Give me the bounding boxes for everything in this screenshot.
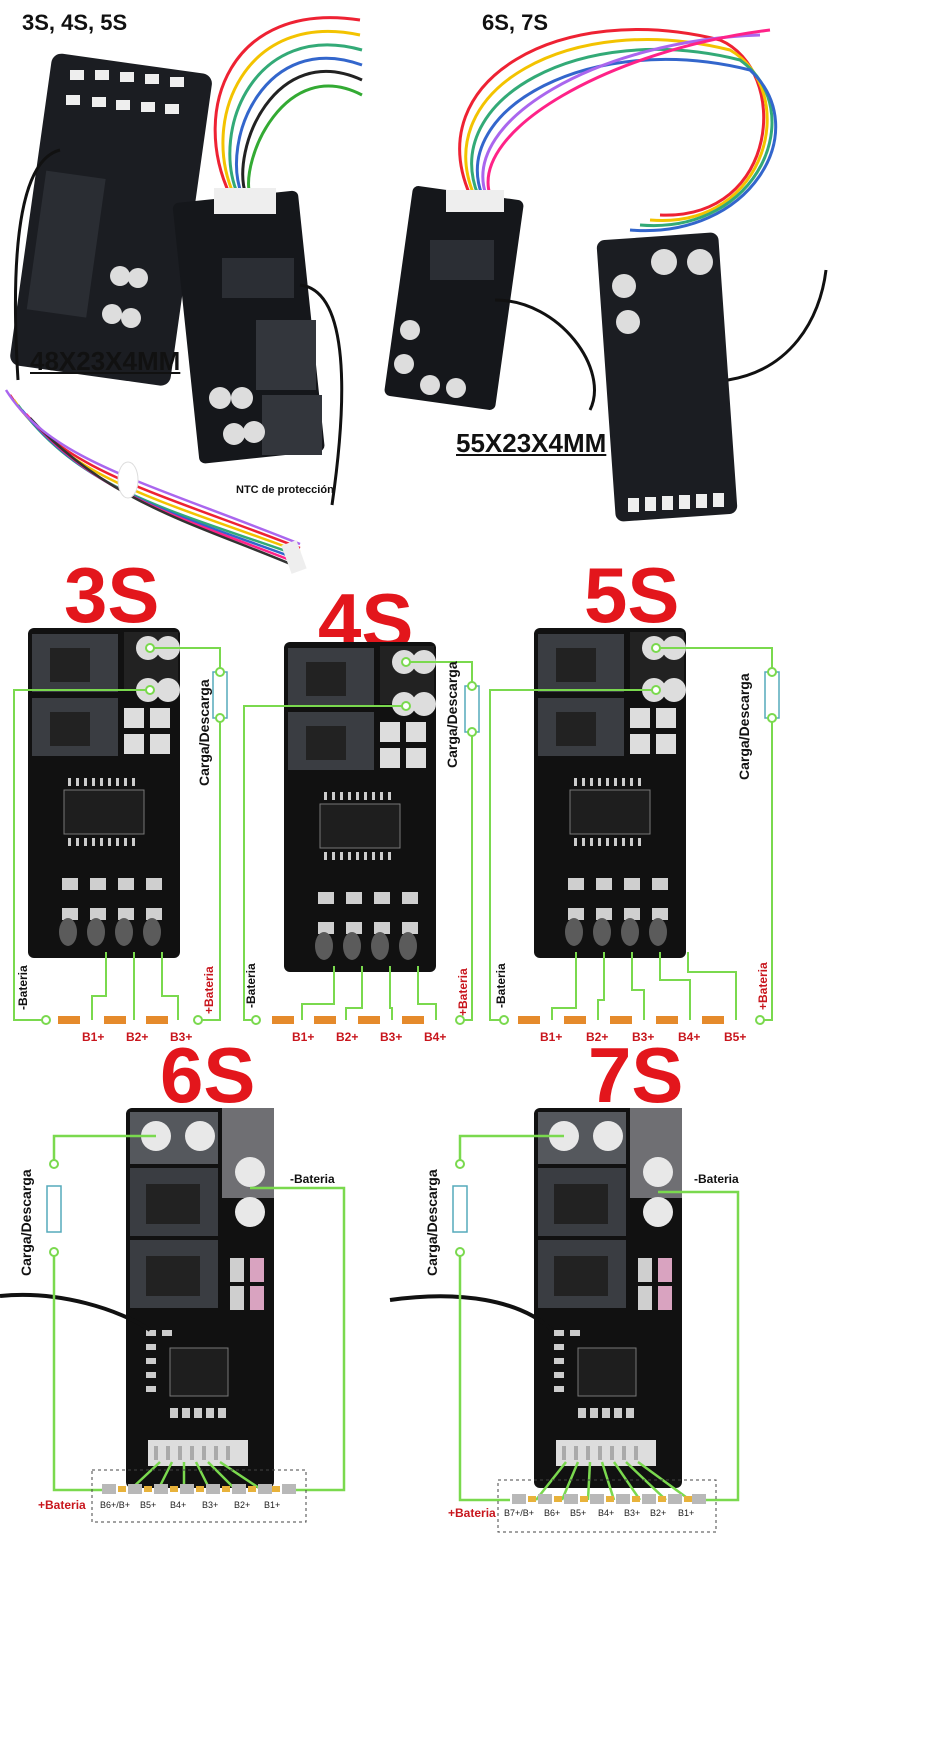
tap-label-7s-5: B3+ <box>624 1508 641 1518</box>
tap-label-4s-b1: B1+ <box>292 1030 315 1044</box>
tap-label-5s-b2: B2+ <box>586 1030 609 1044</box>
tap-label-5s-b5: B5+ <box>724 1030 747 1044</box>
title-3s: 3S <box>64 551 160 639</box>
tap-label-6s-6: B1+ <box>264 1500 281 1510</box>
tap-label-4s-b2: B2+ <box>336 1030 359 1044</box>
tap-label-7s-3: B5+ <box>570 1508 587 1518</box>
title-7s: 7S <box>588 1031 684 1119</box>
load-label-6s: Carga/Descarga <box>18 1169 34 1276</box>
title-5s: 5S <box>584 551 680 639</box>
load-label-5s: Carga/Descarga <box>736 673 752 780</box>
pos-label-4s: +Bateria <box>456 968 470 1016</box>
right-dimensions: 55X23X4MM <box>456 428 607 458</box>
pos-label-3s: +Bateria <box>202 966 216 1014</box>
pos-label-5s: +Bateria <box>756 962 770 1010</box>
tap-label-6s-1: B6+/B+ <box>100 1500 131 1510</box>
tap-label-6s-5: B2+ <box>234 1500 251 1510</box>
load-label-4s: Carga/Descarga <box>444 661 460 768</box>
tap-label-7s-1: B7+/B+ <box>504 1508 535 1518</box>
neg-label-7s: -Bateria <box>694 1172 739 1186</box>
load-label-3s: Carga/Descarga <box>196 679 212 786</box>
top-photos <box>4 16 828 574</box>
tap-label-3s-b2: B2+ <box>126 1030 149 1044</box>
tap-label-7s-2: B6+ <box>544 1508 561 1518</box>
neg-label-4s: -Bateria <box>244 963 258 1008</box>
tap-label-7s-7: B1+ <box>678 1508 695 1518</box>
tap-label-4s-b3: B3+ <box>380 1030 403 1044</box>
neg-label-3s: -Bateria <box>16 965 30 1010</box>
tap-label-3s-b3: B3+ <box>170 1030 193 1044</box>
left-header: 3S, 4S, 5S <box>22 10 128 35</box>
neg-label-5s: -Bateria <box>494 963 508 1008</box>
title-6s: 6S <box>160 1031 256 1119</box>
neg-label-6s: -Bateria <box>290 1172 335 1186</box>
tap-label-4s-b4: B4+ <box>424 1030 447 1044</box>
board-6s7s-front <box>384 186 596 411</box>
left-dimensions: 48X23X4MM <box>30 346 181 376</box>
tap-label-7s-4: B4+ <box>598 1508 615 1518</box>
tap-label-3s-b1: B1+ <box>82 1030 105 1044</box>
pos-label-7s: +Bateria <box>448 1506 496 1520</box>
tap-label-6s-2: B5+ <box>140 1500 157 1510</box>
board-3s5s-back <box>10 53 212 386</box>
board-6s7s-back <box>596 232 828 522</box>
tap-label-5s-b3: B3+ <box>632 1030 655 1044</box>
tap-label-7s-6: B2+ <box>650 1508 667 1518</box>
tap-label-6s-3: B4+ <box>170 1500 187 1510</box>
tap-label-5s-b1: B1+ <box>540 1030 563 1044</box>
ntc-label: NTC de protección <box>236 484 334 496</box>
load-label-7s: Carga/Descarga <box>424 1169 440 1276</box>
right-header: 6S, 7S <box>482 10 549 35</box>
board-3s5s-front <box>172 188 344 506</box>
pos-label-6s: +Bateria <box>38 1498 86 1512</box>
tap-label-6s-4: B3+ <box>202 1500 219 1510</box>
tap-label-5s-b4: B4+ <box>678 1030 701 1044</box>
